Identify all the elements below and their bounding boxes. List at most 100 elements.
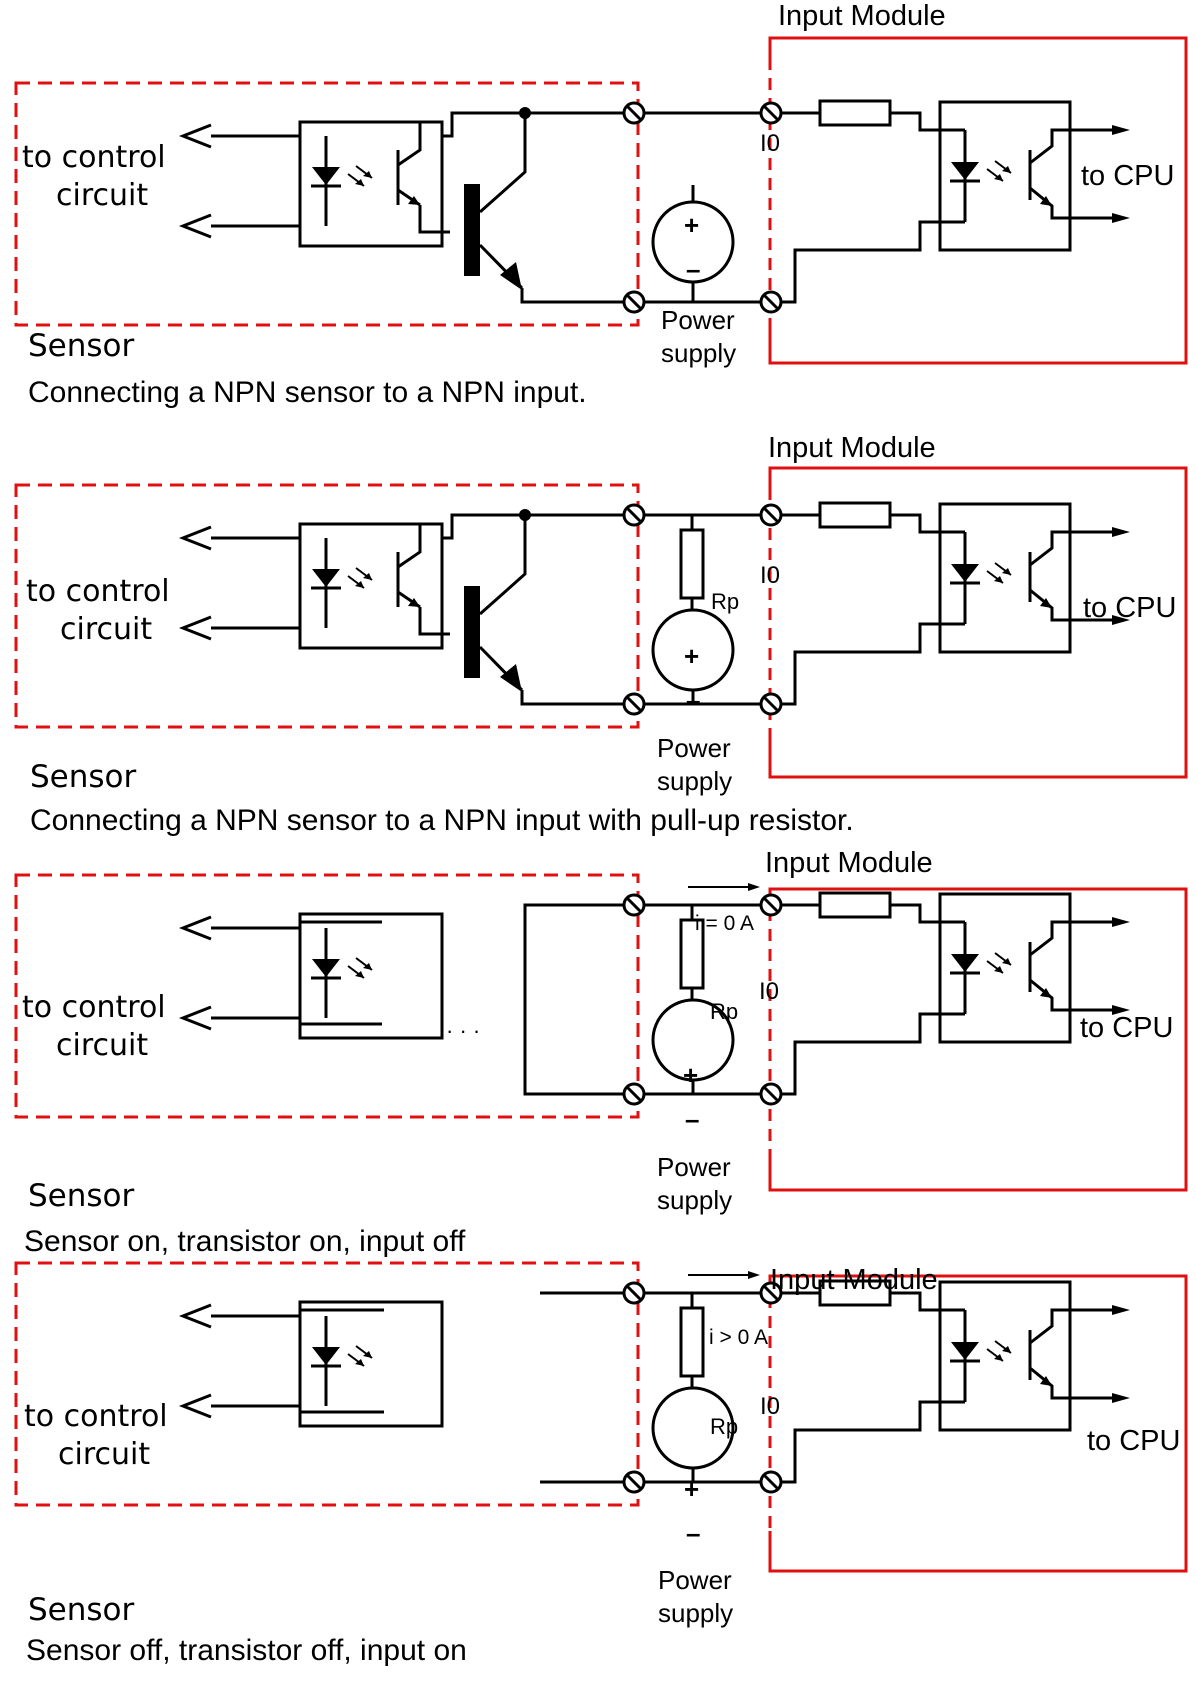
npn-emitter-arrow [500, 664, 522, 692]
diagram-1-schematic [14, 36, 1188, 365]
pullup-resistor [679, 1306, 705, 1378]
minus-sign: – [686, 1518, 701, 1548]
control-arrow-bottom [181, 1005, 213, 1031]
minus-sign: – [686, 254, 701, 284]
caption: Sensor off, transistor off, input on [26, 1634, 467, 1667]
cpu-label: to CPU [1080, 1012, 1174, 1044]
module-pt-emitter [1029, 978, 1070, 1012]
module-input-resistor [818, 99, 892, 127]
module-led-icon [948, 951, 1013, 975]
sensor-terminal-signal [622, 893, 646, 917]
cpu-arrow-top [1112, 917, 1130, 927]
sensor-optocoupler [298, 1300, 444, 1428]
plus-sign: + [684, 1474, 700, 1504]
supply-label-line1: Power [661, 305, 735, 335]
plus-sign: + [684, 641, 700, 671]
module-terminal-common [759, 692, 783, 716]
wire-sensor-bottom [520, 690, 634, 706]
led-icon [309, 1344, 374, 1368]
module-title: Input Module [768, 432, 936, 464]
module-optocoupler [938, 100, 1072, 252]
control-label-line2: circuit [56, 178, 149, 213]
supply-label-line1: Power [657, 733, 731, 763]
control-arrow-top [181, 915, 213, 941]
wire-to-npn-base [418, 607, 450, 636]
control-label-line2: circuit [56, 1028, 149, 1063]
wire-sensor-bottom [520, 288, 634, 304]
control-label-line1: to control [22, 990, 166, 1025]
resistor-label: Rp [710, 999, 739, 1024]
supply-label-line1: Power [658, 1565, 732, 1595]
npn-collector [479, 515, 527, 616]
caption: Connecting a NPN sensor to a NPN input. [28, 376, 587, 409]
supply-label-line2: supply [657, 1185, 733, 1215]
control-label-line1: to control [22, 140, 166, 175]
terminal-label: I0 [760, 562, 781, 589]
npn-base-bar [464, 184, 480, 276]
npn-collector [479, 113, 527, 214]
cpu-arrow-bottom [1112, 213, 1130, 223]
sensor-label: Sensor [28, 1178, 135, 1214]
cpu-label: to CPU [1081, 160, 1175, 192]
terminal-label: I0 [759, 978, 780, 1005]
current-arrow-head [748, 883, 760, 891]
input-module-boundary [768, 36, 1188, 365]
module-wire-common [781, 220, 940, 304]
sensor-label: Sensor [28, 328, 135, 364]
input-module-boundary [768, 1274, 1188, 1573]
pullup-resistor [679, 528, 705, 600]
module-pt-collector [1029, 128, 1070, 165]
phototransistor-collector [397, 524, 422, 569]
supply-label-line2: supply [661, 338, 737, 368]
control-arrow-top [181, 123, 213, 149]
sensor-terminal-signal [622, 101, 646, 125]
module-terminal-i0 [759, 101, 783, 125]
sensor-optocoupler [298, 522, 444, 650]
module-wire-r [890, 111, 940, 132]
module-input-resistor [818, 891, 892, 919]
module-pt-emitter [1029, 186, 1070, 220]
sensor-label: Sensor [30, 759, 137, 795]
resistor-label: Rp [710, 1414, 739, 1439]
module-title: Input Module [778, 0, 946, 32]
module-terminal-common [759, 290, 783, 314]
phototransistor-arrow [408, 196, 420, 205]
phototransistor-arrow [408, 598, 420, 607]
control-label-line1: to control [24, 1399, 168, 1434]
module-wire-r [890, 1291, 940, 1312]
input-module-boundary [768, 887, 1188, 1192]
sensor-terminal-common [622, 1470, 646, 1494]
module-title: Input Module [765, 847, 933, 879]
led-icon [309, 566, 374, 590]
control-arrow-bottom [181, 615, 213, 641]
module-wire-r [890, 903, 940, 924]
diagram-2-schematic [14, 466, 1188, 779]
module-pt-collector [1029, 920, 1070, 957]
module-wire-r [890, 513, 940, 534]
module-terminal-common [759, 1470, 783, 1494]
sensor-terminal-signal [622, 503, 646, 527]
input-module-boundary [768, 466, 1188, 779]
junction-dot [519, 509, 531, 521]
sensor-boundary [14, 483, 640, 729]
plus-sign: + [683, 1060, 699, 1090]
caption: Sensor on, transistor on, input off [24, 1225, 466, 1258]
supply-label-line2: supply [658, 1598, 734, 1628]
sensor-boundary [14, 81, 640, 327]
sensor-terminal-common [622, 1082, 646, 1106]
cpu-arrow-top [1112, 1305, 1130, 1315]
ellipsis: · · · [446, 1018, 481, 1043]
sensor-label: Sensor [28, 1592, 135, 1628]
wire-sensor-top [442, 111, 634, 138]
led-icon [309, 956, 374, 980]
cpu-label: to CPU [1087, 1425, 1181, 1457]
module-pt-arrow [1040, 196, 1052, 206]
module-optocoupler [938, 892, 1072, 1044]
resistor-label: Rp [711, 589, 740, 614]
module-wire-common [781, 1012, 940, 1096]
current-label: i = 0 A [695, 912, 754, 935]
npn-base-bar [464, 586, 480, 678]
module-pt-emitter [1029, 588, 1070, 622]
control-arrow-bottom [181, 213, 213, 239]
